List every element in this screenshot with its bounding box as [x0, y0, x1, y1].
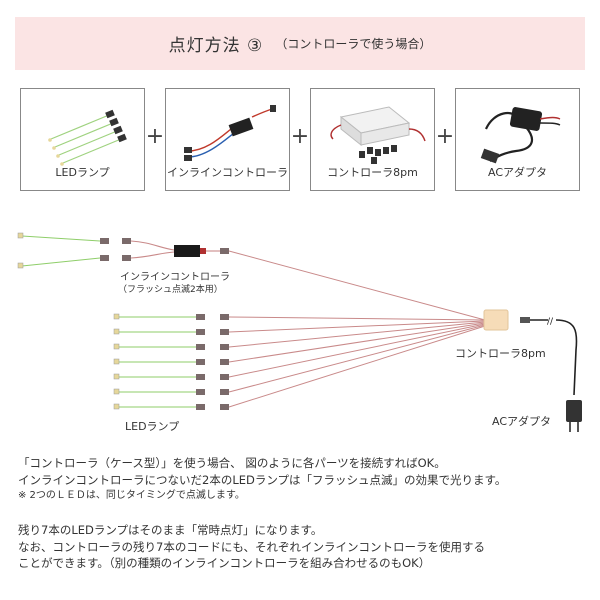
description-note: ※ 2つのＬＥＤは、同じタイミングで点滅します。 — [18, 490, 245, 501]
page-subtitle: （コントローラで使う場合） — [275, 37, 432, 51]
description-line: 残り7本のLEDランプはそのまま「常時点灯」になります。 — [18, 523, 323, 537]
inline-controller-box — [174, 245, 200, 257]
led-lamp-image — [48, 109, 127, 166]
description-block: 「コントローラ（ケース型）」を使う場合、 図のように各パーツを接続すればOK。 … — [18, 455, 593, 505]
description-line: なお、コントローラの残り7本のコードにも、それぞれインラインコントローラを使用す… — [18, 539, 485, 554]
inline-controller-sublabel: （フラッシュ点滅2本用） — [118, 285, 223, 295]
part-label-inline-controller: インラインコントローラ — [167, 166, 288, 179]
part-card-led: LEDランプ — [20, 88, 145, 191]
page-title: 点灯方法 ③ — [168, 36, 264, 56]
part-label-ac-adapter: ACアダプタ — [487, 166, 547, 179]
part-card-inline-controller: インラインコントローラ — [165, 88, 290, 191]
svg-text://: // — [547, 317, 554, 327]
controller-box — [483, 309, 509, 331]
led-lamp-group — [113, 313, 229, 410]
ac-adapter-image — [480, 107, 561, 164]
part-label-controller: コントローラ8pm — [327, 166, 418, 179]
plus-sign-2: + — [290, 124, 310, 149]
title-banner: 点灯方法 ③ （コントローラで使う場合） — [15, 17, 585, 70]
led-lamp-label: LEDランプ — [125, 420, 180, 433]
description-line: ことができます。（別の種類のインラインコントローラを組み合わせるのもOK） — [18, 556, 431, 570]
plus-sign-1: + — [145, 124, 165, 149]
led-tip — [17, 232, 24, 239]
inline-controller-image — [184, 105, 276, 161]
plus-sign-3: + — [435, 124, 455, 149]
inline-controller-label: インラインコントローラ — [120, 272, 230, 283]
description-line: 「コントローラ（ケース型）」を使う場合、 図のように各パーツを接続すればOK。 — [18, 456, 446, 470]
part-card-ac-adapter: ACアダプタ — [455, 88, 580, 191]
ac-adapter-plug — [566, 400, 582, 422]
controller-box-image — [330, 106, 426, 164]
part-label-led: LEDランプ — [55, 166, 110, 179]
controller-label: コントローラ8pm — [455, 347, 546, 360]
part-card-controller: コントローラ8pm — [310, 88, 435, 191]
ac-adapter-label: ACアダプタ — [492, 415, 552, 428]
controller-wires — [228, 250, 486, 408]
description-block-2: 残り7本のLEDランプはそのまま「常時点灯」になります。 なお、コントローラの残… — [18, 522, 593, 572]
led-tip — [17, 262, 24, 269]
description-line: インラインコントローラにつないだ2本のLEDランプは「フラッシュ点滅」の効果で光… — [18, 472, 507, 487]
